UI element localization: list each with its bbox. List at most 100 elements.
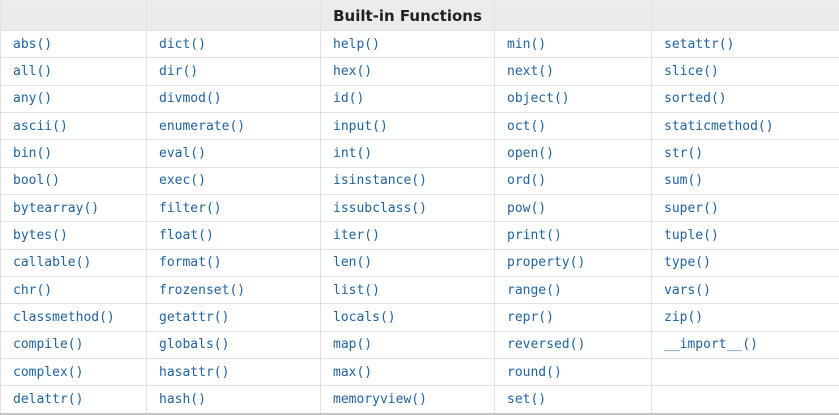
function-link-range[interactable]: range() bbox=[507, 282, 562, 298]
function-cell: bytes() bbox=[0, 221, 147, 250]
function-link-bool[interactable]: bool() bbox=[13, 173, 60, 189]
table-title: Built-in Functions bbox=[320, 0, 495, 31]
function-cell: iter() bbox=[320, 221, 495, 250]
function-cell: int() bbox=[320, 139, 495, 168]
function-link-chr[interactable]: chr() bbox=[13, 282, 53, 298]
function-link-getattr[interactable]: getattr() bbox=[159, 309, 230, 325]
function-link-open[interactable]: open() bbox=[507, 145, 554, 161]
function-link-int[interactable]: int() bbox=[333, 145, 373, 161]
function-link-iter[interactable]: iter() bbox=[333, 227, 380, 243]
table-row: bin() eval() int() open() str() bbox=[0, 139, 839, 168]
function-link-list[interactable]: list() bbox=[333, 282, 380, 298]
function-link-ascii[interactable]: ascii() bbox=[13, 118, 68, 134]
function-cell: object() bbox=[494, 84, 652, 113]
function-link-property[interactable]: property() bbox=[507, 255, 586, 271]
function-link-all[interactable]: all() bbox=[13, 63, 53, 79]
function-link-enumerate[interactable]: enumerate() bbox=[159, 118, 246, 134]
function-link-next[interactable]: next() bbox=[507, 63, 554, 79]
function-link-print[interactable]: print() bbox=[507, 227, 562, 243]
function-link-memoryview[interactable]: memoryview() bbox=[333, 392, 427, 408]
function-cell: eval() bbox=[146, 139, 321, 168]
function-link-pow[interactable]: pow() bbox=[507, 200, 547, 216]
function-cell: hex() bbox=[320, 57, 495, 86]
function-cell: staticmethod() bbox=[651, 111, 839, 141]
function-link-any[interactable]: any() bbox=[13, 91, 53, 107]
header-cell-empty bbox=[146, 0, 321, 31]
function-link-setattr[interactable]: setattr() bbox=[664, 36, 735, 52]
function-link-compile[interactable]: compile() bbox=[13, 337, 84, 353]
function-cell: complex() bbox=[0, 357, 147, 387]
function-cell: round() bbox=[494, 357, 652, 387]
function-link-str[interactable]: str() bbox=[664, 145, 704, 161]
function-link-min[interactable]: min() bbox=[507, 36, 547, 52]
table-row: ascii() enumerate() input() oct() staticmeth… bbox=[0, 111, 839, 141]
function-link-delattr[interactable]: delattr() bbox=[13, 392, 84, 408]
function-link-object[interactable]: object() bbox=[507, 91, 570, 107]
function-cell: str() bbox=[651, 139, 839, 168]
function-cell: ascii() bbox=[0, 111, 147, 141]
function-link-float[interactable]: float() bbox=[159, 227, 214, 243]
function-cell: delattr() bbox=[0, 385, 147, 415]
function-link-abs[interactable]: abs() bbox=[13, 36, 53, 52]
function-cell: len() bbox=[320, 248, 495, 277]
function-link-type[interactable]: type() bbox=[664, 255, 711, 271]
function-link-isinstance[interactable]: isinstance() bbox=[333, 173, 427, 189]
function-link-help[interactable]: help() bbox=[333, 36, 380, 52]
function-cell: classmethod() bbox=[0, 303, 147, 332]
function-link-dir[interactable]: dir() bbox=[159, 63, 199, 79]
function-link-classmethod[interactable]: classmethod() bbox=[13, 309, 115, 325]
function-link-input[interactable]: input() bbox=[333, 118, 388, 134]
function-link-bin[interactable]: bin() bbox=[13, 145, 53, 161]
function-link-ord[interactable]: ord() bbox=[507, 173, 547, 189]
function-cell: frozenset() bbox=[146, 275, 321, 305]
function-link-divmod[interactable]: divmod() bbox=[159, 91, 222, 107]
function-link-dict[interactable]: dict() bbox=[159, 36, 206, 52]
function-link-locals[interactable]: locals() bbox=[333, 309, 396, 325]
function-cell: repr() bbox=[494, 303, 652, 332]
function-link-max[interactable]: max() bbox=[333, 364, 373, 380]
function-cell: setattr() bbox=[651, 29, 839, 59]
function-cell: hasattr() bbox=[146, 357, 321, 387]
function-link-hex[interactable]: hex() bbox=[333, 63, 373, 79]
function-link-exec[interactable]: exec() bbox=[159, 173, 206, 189]
table-row: bool() exec() isinstance() ord() sum() bbox=[0, 166, 839, 195]
function-cell: input() bbox=[320, 111, 495, 141]
function-link-sorted[interactable]: sorted() bbox=[664, 91, 727, 107]
function-cell: dir() bbox=[146, 57, 321, 86]
function-cell: bin() bbox=[0, 139, 147, 168]
function-link-slice[interactable]: slice() bbox=[664, 63, 719, 79]
function-link-frozenset[interactable]: frozenset() bbox=[159, 282, 246, 298]
function-link-len[interactable]: len() bbox=[333, 255, 373, 271]
table-row: chr() frozenset() list() range() vars() bbox=[0, 275, 839, 305]
function-link-globals[interactable]: globals() bbox=[159, 337, 230, 353]
function-link-bytearray[interactable]: bytearray() bbox=[13, 200, 100, 216]
function-link-eval[interactable]: eval() bbox=[159, 145, 206, 161]
function-link-bytes[interactable]: bytes() bbox=[13, 227, 68, 243]
function-link-map[interactable]: map() bbox=[333, 337, 373, 353]
function-link-hash[interactable]: hash() bbox=[159, 392, 206, 408]
table-row: delattr() hash() memoryview() set() bbox=[0, 385, 839, 415]
empty-cell bbox=[651, 357, 839, 387]
function-link-staticmethod[interactable]: staticmethod() bbox=[664, 118, 774, 134]
function-link-round[interactable]: round() bbox=[507, 364, 562, 380]
function-link-sum[interactable]: sum() bbox=[664, 173, 704, 189]
function-link-reversed[interactable]: reversed() bbox=[507, 337, 586, 353]
function-link-import[interactable]: __import__() bbox=[664, 337, 758, 353]
function-link-format[interactable]: format() bbox=[159, 255, 222, 271]
function-link-callable[interactable]: callable() bbox=[13, 255, 92, 271]
table-row: complex() hasattr() max() round() bbox=[0, 357, 839, 387]
function-link-super[interactable]: super() bbox=[664, 200, 719, 216]
function-link-repr[interactable]: repr() bbox=[507, 309, 554, 325]
function-link-oct[interactable]: oct() bbox=[507, 118, 547, 134]
function-link-set[interactable]: set() bbox=[507, 392, 547, 408]
function-link-id[interactable]: id() bbox=[333, 91, 365, 107]
function-cell: reversed() bbox=[494, 330, 652, 359]
function-link-complex[interactable]: complex() bbox=[13, 364, 84, 380]
function-link-hasattr[interactable]: hasattr() bbox=[159, 364, 230, 380]
function-link-filter[interactable]: filter() bbox=[159, 200, 222, 216]
function-link-zip[interactable]: zip() bbox=[664, 309, 704, 325]
function-link-issubclass[interactable]: issubclass() bbox=[333, 200, 427, 216]
function-link-tuple[interactable]: tuple() bbox=[664, 227, 719, 243]
function-link-vars[interactable]: vars() bbox=[664, 282, 711, 298]
table-row: bytes() float() iter() print() tuple() bbox=[0, 221, 839, 250]
